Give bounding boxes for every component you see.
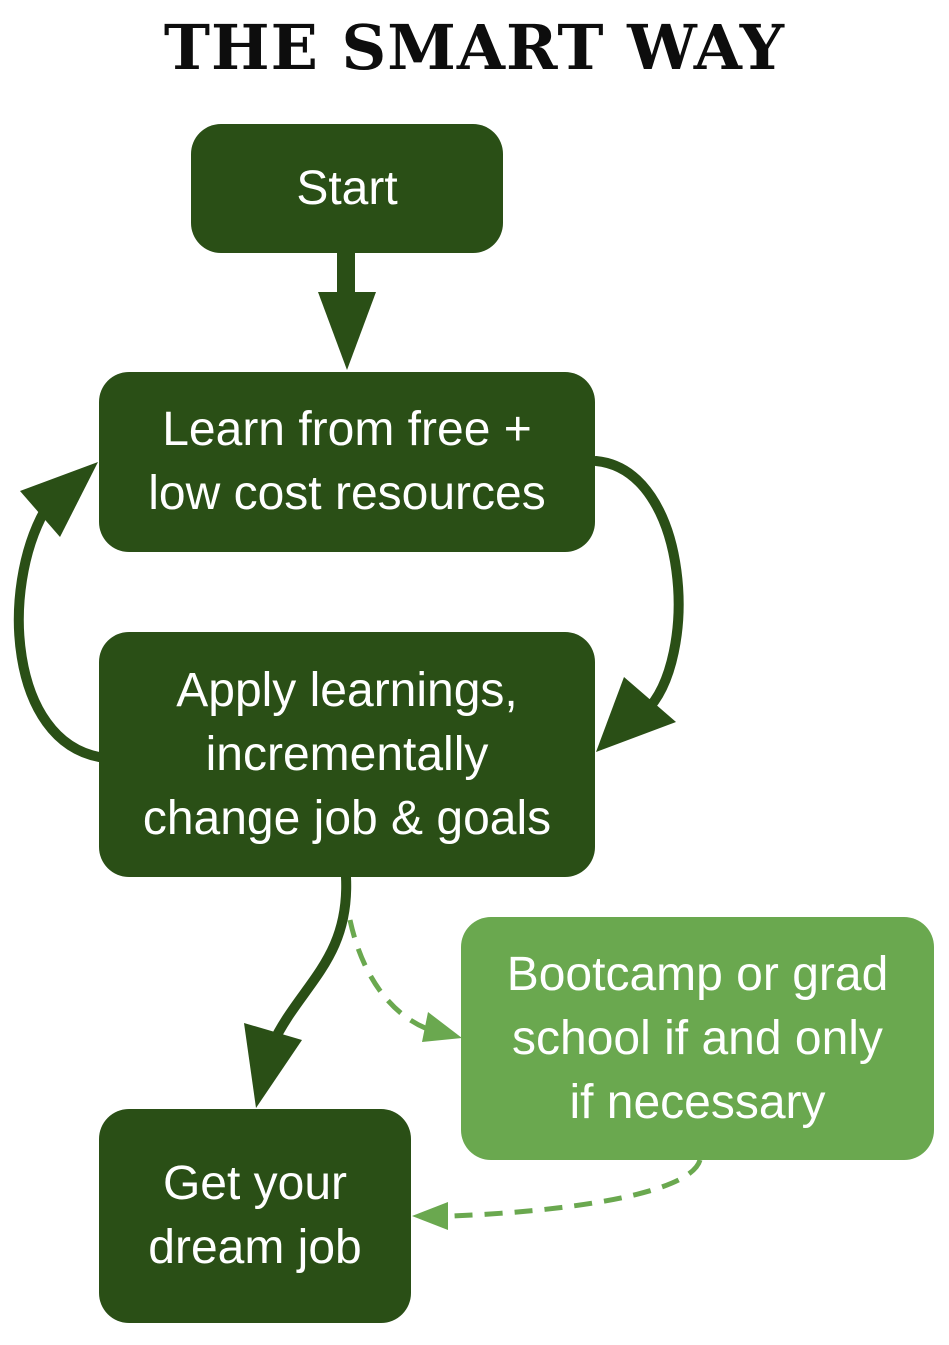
arrow-bootcamp-to-dream-job: [412, 1158, 703, 1230]
node-apply-learnings: Apply learnings, incrementally change jo…: [99, 632, 595, 877]
arrow-apply-to-dream-job: [244, 872, 352, 1108]
node-start: Start: [191, 124, 503, 253]
node-dream-job: Get your dream job: [99, 1109, 411, 1323]
arrow-apply-to-learn: [13, 462, 104, 762]
node-learn-resources: Learn from free + low cost resources: [99, 372, 595, 552]
arrow-apply-to-bootcamp: [347, 919, 462, 1042]
arrow-start-to-learn: [318, 253, 376, 370]
node-bootcamp-or-grad-school: Bootcamp or grad school if and only if n…: [461, 917, 934, 1160]
diagram-title: THE SMART WAY: [163, 11, 786, 84]
arrow-learn-to-apply: [591, 456, 684, 752]
